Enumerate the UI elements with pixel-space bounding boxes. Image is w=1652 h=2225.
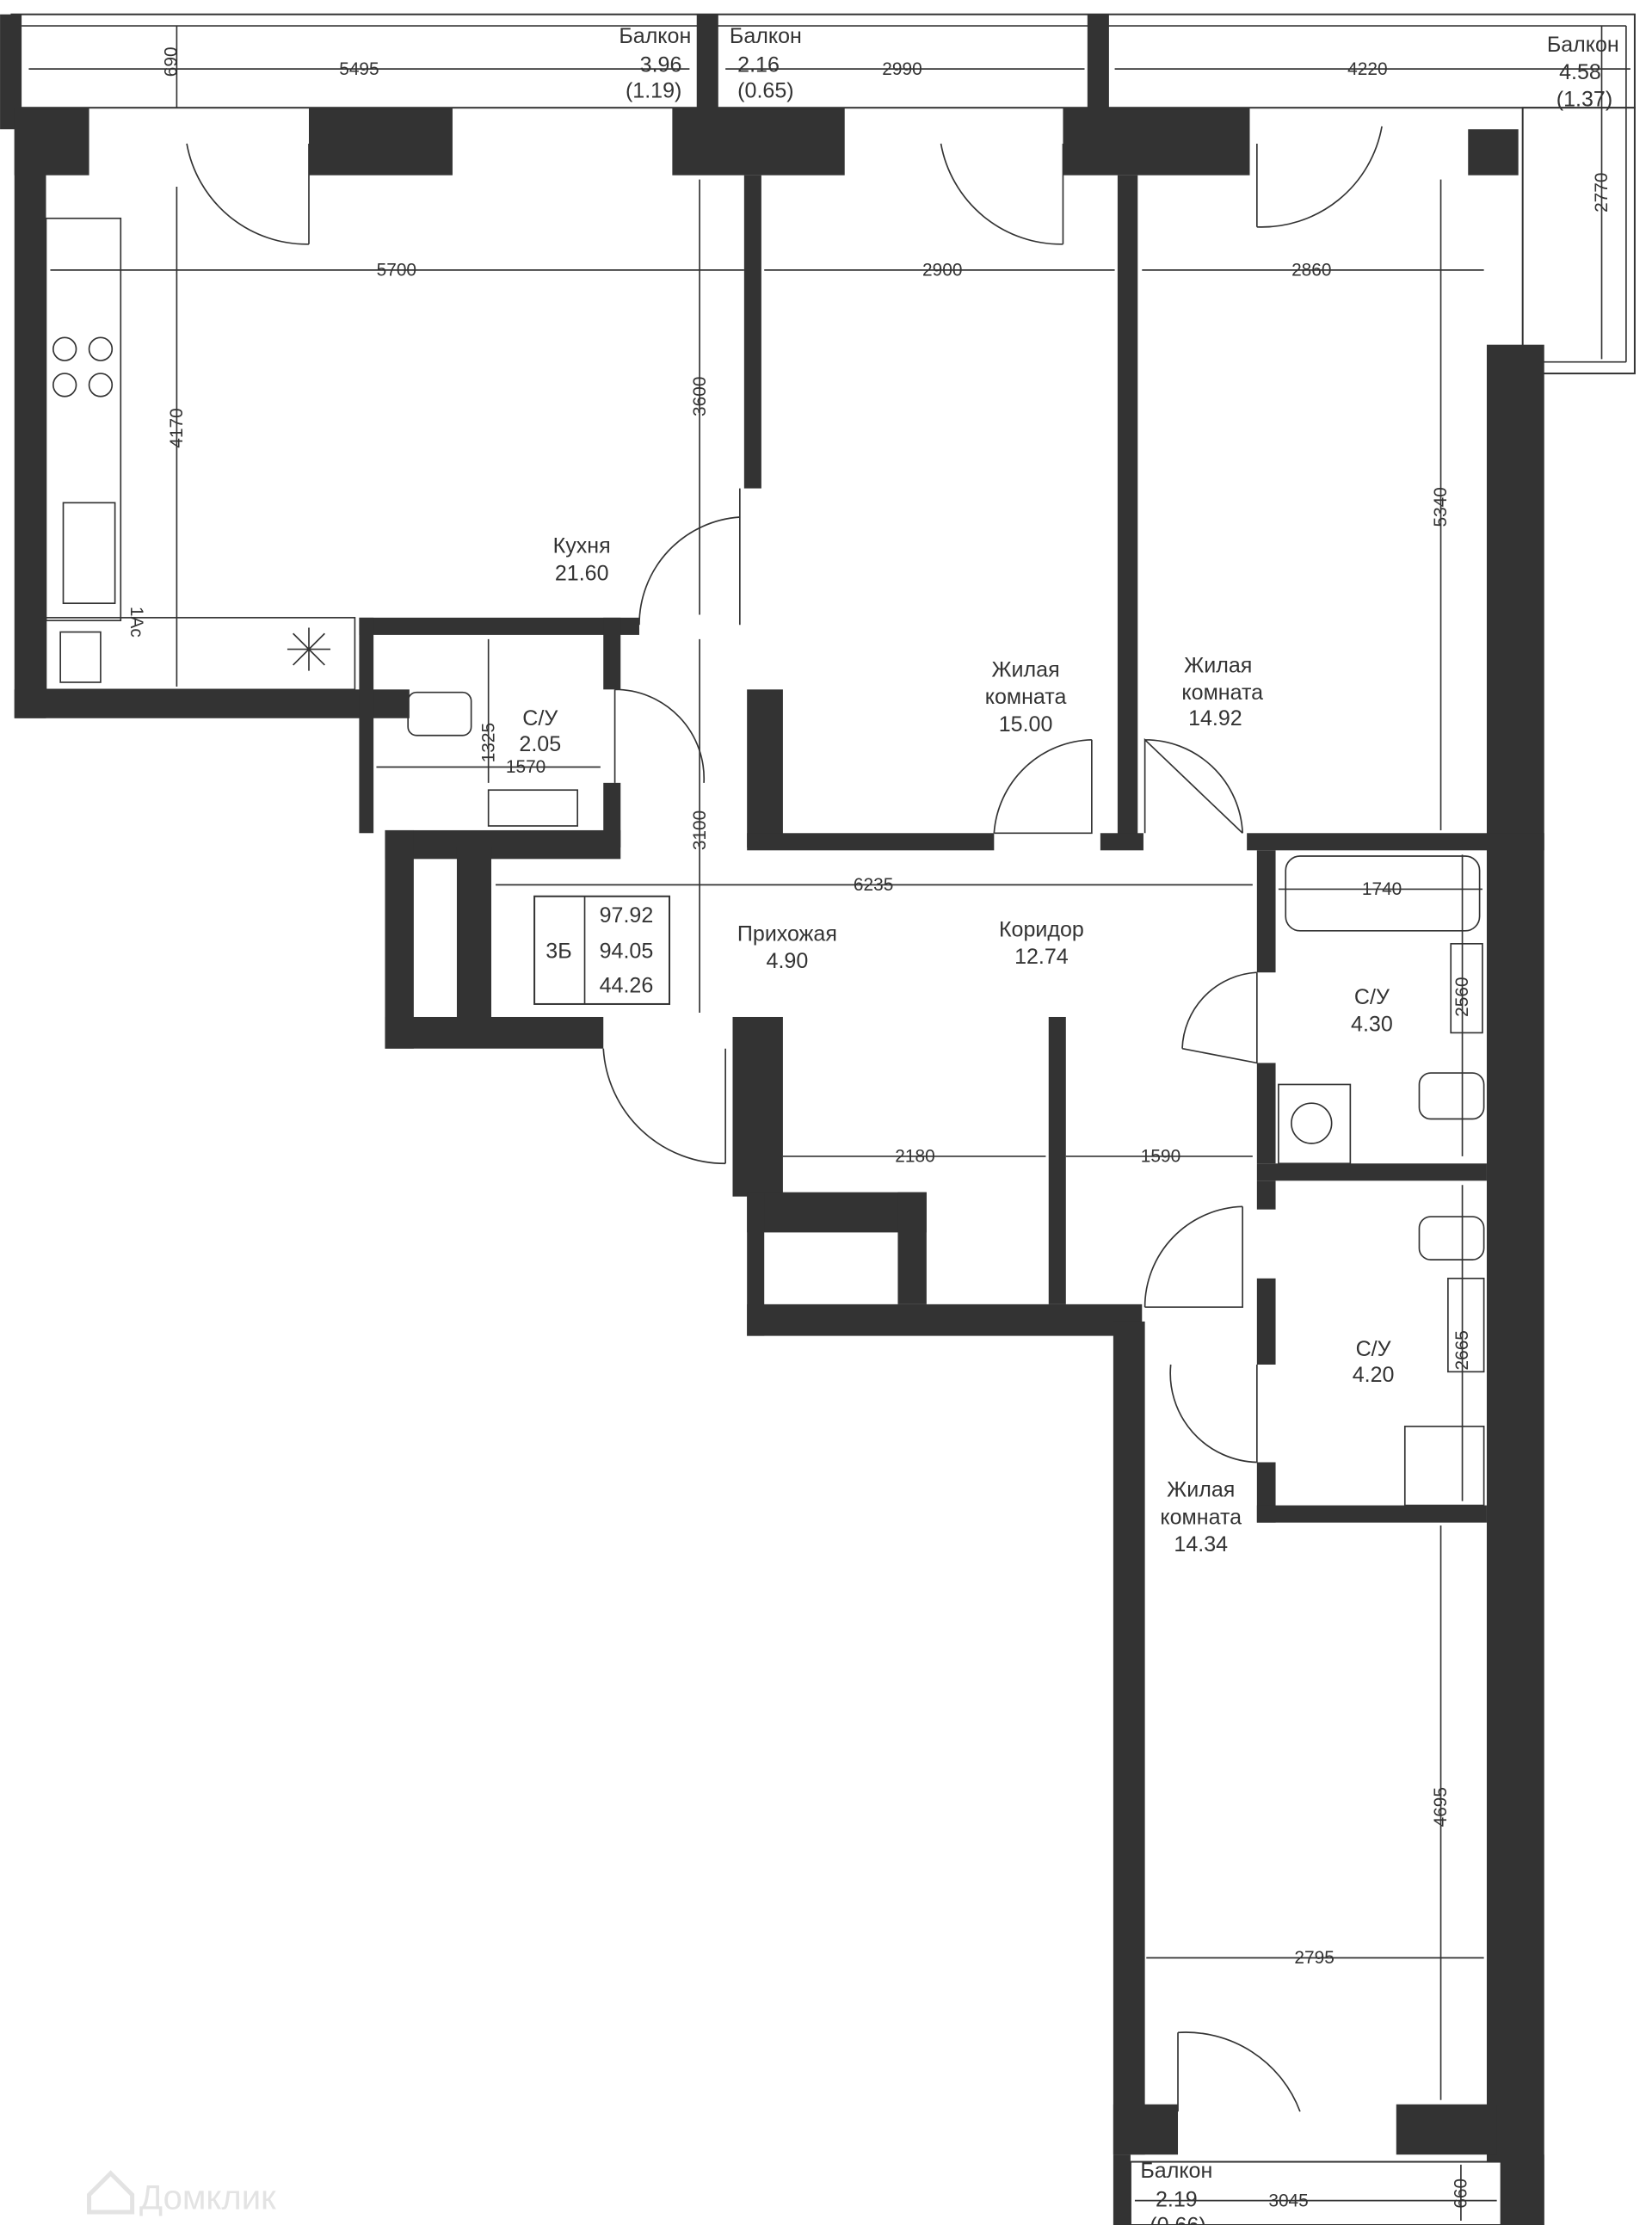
svg-text:2665: 2665 — [1452, 1330, 1472, 1370]
walls — [14, 108, 1544, 2225]
kitchen-fixtures — [45, 217, 356, 691]
svg-text:2180: 2180 — [895, 1147, 934, 1167]
svg-text:4170: 4170 — [167, 408, 187, 447]
living-area: 44.26 — [600, 974, 654, 998]
svg-text:2.05: 2.05 — [519, 732, 561, 756]
room-labels: Кухня 21.60 Жилая комната 15.00 Жилая ко… — [519, 534, 1394, 1556]
svg-text:(0.66): (0.66) — [1150, 2213, 1205, 2225]
balcony-bottom — [1129, 2160, 1502, 2225]
area-no-balcony: 94.05 — [600, 940, 654, 964]
svg-text:660: 660 — [1452, 2179, 1471, 2209]
svg-text:комната: комната — [985, 685, 1067, 709]
svg-text:6235: 6235 — [854, 875, 893, 895]
svg-text:5700: 5700 — [377, 261, 416, 280]
doors[interactable] — [186, 126, 1383, 2112]
svg-text:Жилая: Жилая — [1167, 1478, 1235, 1502]
house-logo-icon — [87, 2170, 135, 2215]
room-name: Кухня — [553, 534, 611, 558]
svg-text:2795: 2795 — [1294, 1948, 1334, 1968]
svg-text:690: 690 — [161, 46, 181, 77]
svg-text:2560: 2560 — [1452, 977, 1472, 1016]
domclick-watermark: Домклик — [87, 2170, 276, 2217]
svg-text:1740: 1740 — [1362, 879, 1402, 899]
svg-text:2.16: 2.16 — [737, 52, 780, 77]
svg-text:4220: 4220 — [1347, 59, 1387, 79]
svg-text:Жилая: Жилая — [1184, 653, 1252, 677]
svg-text:Балкон: Балкон — [619, 24, 691, 48]
svg-text:комната: комната — [1160, 1505, 1242, 1529]
svg-text:5495: 5495 — [339, 59, 379, 79]
svg-text:14.34: 14.34 — [1174, 1532, 1228, 1556]
svg-text:2.19: 2.19 — [1156, 2187, 1198, 2211]
svg-text:Домклик: Домклик — [139, 2179, 276, 2217]
balcony-outlines — [0, 13, 1636, 375]
svg-text:2900: 2900 — [922, 261, 962, 280]
balcony-labels: Балкон 3.96 (1.19) Балкон 2.16 (0.65) Ба… — [619, 24, 1618, 2225]
svg-text:4.90: 4.90 — [767, 949, 809, 973]
bathroom-fixtures — [407, 691, 1485, 1507]
svg-text:15.00: 15.00 — [999, 712, 1053, 737]
svg-text:Прихожая: Прихожая — [737, 921, 837, 946]
svg-text:3600: 3600 — [690, 377, 710, 416]
svg-text:2860: 2860 — [1291, 261, 1331, 280]
svg-text:1570: 1570 — [506, 757, 546, 777]
svg-text:14.92: 14.92 — [1188, 706, 1242, 730]
svg-text:С/У: С/У — [522, 706, 558, 730]
svg-text:С/У: С/У — [1354, 985, 1390, 1009]
svg-text:4.58: 4.58 — [1559, 60, 1601, 84]
apartment-type: 3Б — [546, 940, 571, 964]
svg-text:(1.19): (1.19) — [626, 79, 681, 103]
svg-text:(1.37): (1.37) — [1556, 88, 1612, 112]
svg-text:Жилая: Жилая — [991, 657, 1059, 681]
svg-text:комната: комната — [1181, 681, 1263, 705]
svg-text:1325: 1325 — [478, 723, 498, 762]
svg-text:С/У: С/У — [1356, 1337, 1392, 1361]
svg-text:4.20: 4.20 — [1353, 1363, 1395, 1387]
svg-text:3.96: 3.96 — [640, 52, 682, 77]
svg-text:2990: 2990 — [882, 59, 922, 79]
svg-text:4695: 4695 — [1431, 1787, 1451, 1827]
dimension-labels: 5495 690 2990 4220 2770 5700 4170 3600 2… — [126, 46, 1612, 2210]
svg-text:1590: 1590 — [1141, 1147, 1180, 1167]
svg-text:3045: 3045 — [1268, 2191, 1308, 2210]
svg-text:Балкон: Балкон — [1140, 2159, 1212, 2183]
svg-text:2770: 2770 — [1592, 173, 1612, 213]
dimension-lines — [28, 26, 1630, 2221]
total-area: 97.92 — [600, 903, 654, 928]
svg-text:5340: 5340 — [1431, 487, 1451, 527]
svg-text:4.30: 4.30 — [1351, 1013, 1393, 1037]
area-summary-box: 3Б 97.92 94.05 44.26 — [533, 895, 671, 1005]
svg-text:Балкон: Балкон — [730, 24, 802, 48]
svg-text:1Ac: 1Ac — [126, 607, 146, 638]
svg-text:3100: 3100 — [690, 810, 710, 850]
svg-text:(0.65): (0.65) — [737, 79, 793, 103]
room-area: 21.60 — [555, 561, 609, 585]
svg-text:Балкон: Балкон — [1547, 33, 1619, 57]
svg-text:12.74: 12.74 — [1014, 945, 1069, 969]
svg-text:Коридор: Коридор — [999, 917, 1084, 941]
